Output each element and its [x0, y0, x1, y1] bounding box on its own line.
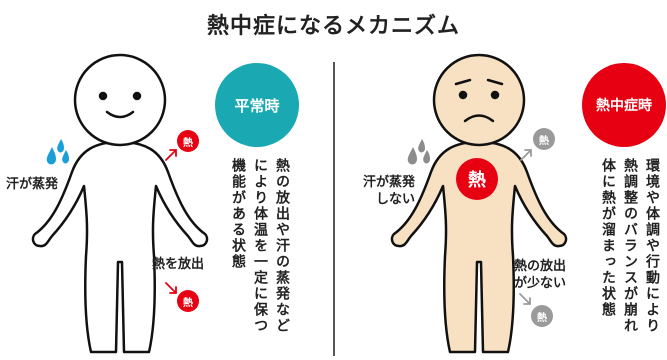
low-heat-release-line-1: 熱の放出 — [514, 259, 567, 274]
sweat-not-evaporate-label: 汗が蒸発 しない — [362, 174, 415, 208]
heatstroke-face — [454, 78, 504, 123]
heatstroke-state-badge: 熱中症時 — [582, 63, 666, 147]
normal-description-line-2: により体温を一定に保つ — [252, 158, 268, 334]
low-heat-release-line-2: が少ない — [514, 276, 567, 291]
sweat-not-evaporate-line-2: しない — [376, 192, 416, 207]
heat-release-label: 熱を放出 — [152, 257, 205, 272]
normal-description-line-1: 熱の放出や汗の蒸発など — [274, 158, 290, 334]
gray-sweat-drops-icon — [407, 139, 430, 165]
normal-description-line-3: 機能がある状態 — [230, 158, 246, 270]
gray-heat-arrows-icon — [519, 149, 532, 305]
page-title: 熱中症になるメカニズム — [206, 14, 460, 39]
normal-person-figure — [31, 53, 209, 354]
normal-state-badge: 平常時 — [215, 63, 299, 147]
sweat-not-evaporate-line-1: 汗が蒸発 — [363, 175, 416, 190]
heatstroke-description-line-2: 熱調整のバランスが崩れ — [622, 158, 638, 334]
gray-heat-icon: 熱 — [533, 128, 555, 150]
low-heat-release-label: 熱の放出 が少ない — [514, 258, 566, 292]
sweat-evaporate-label: 汗が蒸発 — [6, 177, 59, 192]
normal-face — [98, 91, 142, 119]
heat-icon: 熱 — [177, 130, 199, 152]
heatstroke-person-figure — [390, 53, 568, 354]
heatstroke-description-line-1: 環境や体調や行動により — [644, 158, 660, 334]
gray-heat-icon: 熱 — [531, 305, 553, 327]
body-heat-icon: 熱 — [456, 158, 498, 200]
center-divider — [333, 62, 335, 356]
sweat-drops-icon — [46, 139, 69, 165]
heat-arrows-icon — [165, 149, 177, 294]
heatstroke-description-line-3: 体に熱が溜まった状態 — [600, 158, 616, 318]
heat-icon: 熱 — [177, 290, 199, 312]
